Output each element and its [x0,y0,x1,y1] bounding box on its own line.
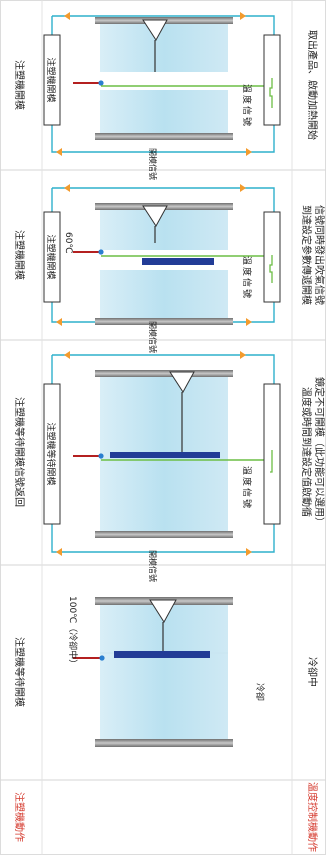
signal-vert-label: 溫度信號 [241,84,253,128]
nozzle-icon [142,205,168,227]
header-row-label: 注塑機動作 [13,792,26,842]
mold-plate-bottom [95,739,233,747]
signal-vert-label: 溫度信號 [241,466,253,510]
cooling-label: 冷卻 [254,683,266,701]
footer-col1: 冷卻中 [306,657,319,687]
mold-box [43,34,61,126]
thermometer-bulb [99,655,105,661]
nozzle-icon [169,371,195,393]
open-signal-label: 開模信號 [148,321,158,353]
open-signal-label: 開模信號 [148,550,158,582]
footer-col3-line1: 到達設定參數傳遞開模 [300,205,313,305]
footer-col4: 取出產品、啟動加熱開始 [306,30,319,140]
column-headers: 注塑機等待開模 注塑機等待開模信號返回 注塑機開模 注塑機開模 注塑機動作 [13,60,26,842]
mold-box-label: 注塑機開模 [45,234,57,279]
header-col4: 注塑機開模 [13,60,26,110]
header-col1: 注塑機等待開模 [13,637,26,707]
footer-col2-line1: 溫度或時間到達設定值啟動循 [300,387,313,517]
cavity-bar [114,651,210,658]
open-signal-label: 開模信號 [148,148,158,180]
cavity-bar [110,452,220,458]
nozzle-icon [142,19,168,41]
mold-box-label: 注塑機等待開模 [45,422,57,485]
header-col3: 注塑機開模 [13,230,26,280]
cavity-bar [142,258,214,265]
mold-box [43,383,61,525]
mold-box-label: 注塑機開模 [45,57,57,102]
footer-row-label: 溫度控制機動作 [306,782,319,852]
mold-body [100,605,228,739]
nozzle-icon [149,599,177,623]
stage-open-60: 注塑機開模 60℃ 溫度信號 開模信號 [43,184,281,353]
header-col2: 注塑機等待開模信號返回 [13,397,26,507]
column-footers: 冷卻中 溫度或時間到達設定值啟動循 鏡定不可開模（此功能可以選用） 到達設定參數… [300,30,326,852]
footer-col3-line2: 信號同時發出吹氣信號 [313,205,326,305]
temp-label-col1: 100℃（冷卻中） [67,596,79,668]
mold-box [43,211,61,303]
signal-vert-label: 溫度信號 [241,256,253,300]
stage-open-heat: 注塑機開模 溫度信號 開模信號 [43,12,281,180]
temp-label-col3: 60℃ [63,232,73,254]
stage-cooling: 100℃（冷卻中） 冷卻 [67,596,266,747]
stage-wait-signal: 注塑機等待開模 溫度信號 開模信號 [43,351,281,582]
footer-col2-line2: 鏡定不可開模（此功能可以選用） [313,377,326,527]
